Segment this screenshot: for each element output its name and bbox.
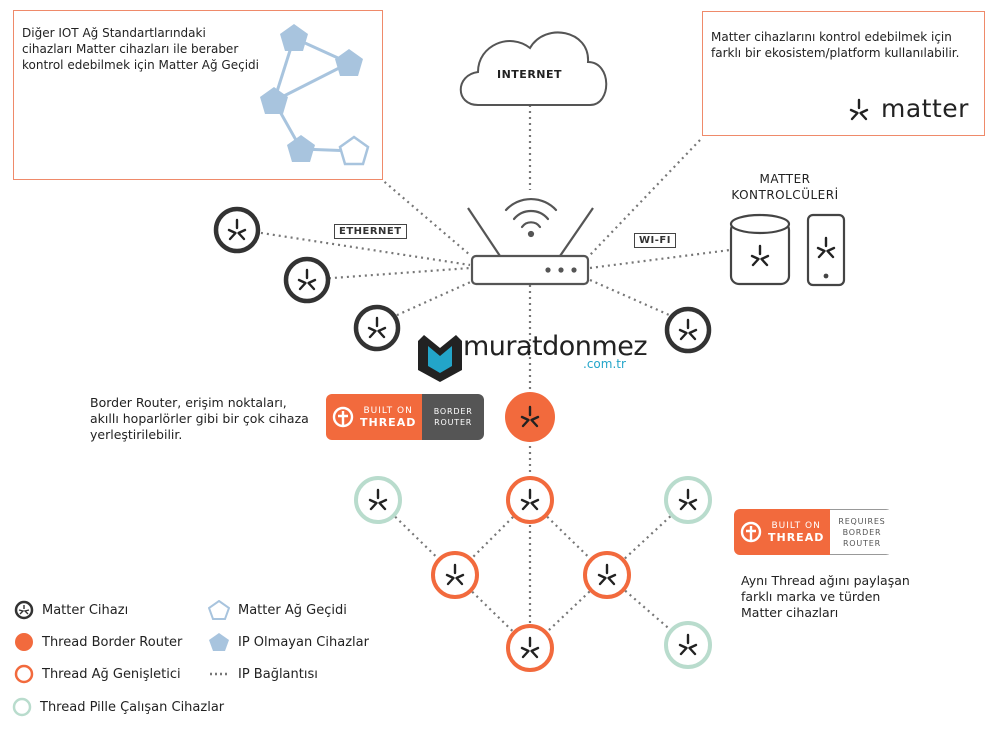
internet-label: INTERNET — [497, 68, 563, 81]
badge2-right-line-1: REQUIRES — [838, 516, 886, 526]
border-router-legend-icon — [15, 633, 33, 651]
ecosystem-info-box: Matter cihazlarını kontrol edebilmek içi… — [702, 11, 985, 136]
matter-device-1 — [213, 206, 261, 254]
thread-battery-device-3 — [664, 621, 712, 669]
built-on-thread-requires-router-badge: BUILT ON THREAD REQUIRES BORDER ROUTER — [734, 509, 892, 555]
shared-network-line-3: Matter cihazları — [741, 605, 839, 620]
matter-device-4 — [664, 306, 712, 354]
thread-extender-2 — [431, 551, 479, 599]
wifi-label: WI-FI — [634, 233, 676, 248]
thread-logo-icon — [740, 521, 762, 543]
ecosystem-info-line-1: Matter cihazlarını kontrol edebilmek içi… — [711, 30, 952, 44]
ecosystem-info-line-2: farklı bir ekosistem/platform kullanılab… — [711, 46, 960, 60]
legend-ip-link-label: IP Bağlantısı — [238, 666, 318, 682]
internet-cloud — [459, 31, 608, 106]
matter-device-legend-icon — [14, 600, 34, 620]
border-router-line-3: yerleştirilebilir. — [90, 427, 183, 442]
badge-right-line-1: BORDER — [433, 407, 473, 416]
non-ip-device-icon — [260, 87, 288, 114]
badge2-thread-part: BUILT ON THREAD — [734, 509, 831, 555]
extender-legend-icon — [14, 664, 34, 684]
watermark-domain: .com.tr — [583, 357, 626, 371]
badge2-built-label: BUILT ON — [771, 521, 821, 531]
legend-non-ip-label: IP Olmayan Cihazlar — [238, 634, 369, 650]
legend-matter-device: Matter Cihazı — [14, 600, 128, 620]
watermark-logo-icon — [418, 335, 462, 382]
gateway-info-text: Diğer IOT Ağ Standartlarındaki cihazları… — [22, 25, 259, 73]
smart-speaker-icon — [729, 213, 791, 286]
thread-logo-icon — [332, 406, 354, 428]
non-ip-device-icon — [280, 24, 308, 51]
legend-border-router: Thread Border Router — [14, 632, 182, 652]
legend-ip-link: IP Bağlantısı — [208, 664, 318, 684]
non-ip-device-icon — [335, 49, 363, 76]
legend-extender: Thread Ağ Genişletici — [14, 664, 181, 684]
badge-built-label: BUILT ON — [363, 406, 413, 416]
legend-gateway-label: Matter Ağ Geçidi — [238, 602, 347, 618]
badge-thread-label: THREAD — [360, 416, 417, 429]
ip-link-legend-icon — [210, 672, 228, 676]
legend-battery: Thread Pille Çalışan Cihazlar — [12, 697, 224, 717]
badge2-router-part: REQUIRES BORDER ROUTER — [830, 509, 892, 555]
thread-battery-device-1 — [354, 476, 402, 524]
legend-extender-label: Thread Ağ Genişletici — [42, 666, 181, 682]
controllers-label-line-1: MATTER — [759, 172, 811, 186]
badge2-right-line-3: ROUTER — [842, 538, 881, 548]
border-router-description: Border Router, erişim noktaları, akıllı … — [90, 395, 309, 443]
thread-extender-1 — [506, 476, 554, 524]
shared-network-description: Aynı Thread ağını paylaşan farklı marka … — [741, 573, 910, 621]
wifi-icon — [504, 197, 558, 238]
gateway-legend-icon — [208, 600, 230, 620]
non-ip-device-icon — [287, 135, 315, 162]
shared-network-line-2: farklı marka ve türden — [741, 589, 881, 604]
badge-right-line-2: ROUTER — [434, 418, 473, 427]
ecosystem-info-text: Matter cihazlarını kontrol edebilmek içi… — [711, 29, 959, 61]
watermark-text: muratdonmez — [463, 331, 648, 362]
badge2-thread-label: THREAD — [768, 531, 825, 544]
gateway-info-line-3: kontrol edebilmek için Matter Ağ Geçidi — [22, 58, 259, 72]
built-on-thread-border-router-badge: BUILT ON THREAD BORDER ROUTER — [326, 394, 484, 440]
thread-extender-3 — [583, 551, 631, 599]
thread-border-router — [505, 392, 555, 442]
thread-extender-4 — [506, 624, 554, 672]
non-ip-legend-icon — [209, 633, 229, 651]
badge-built-text: BUILT ON THREAD — [360, 406, 416, 428]
battery-device-legend-icon — [12, 697, 32, 717]
gateway-info-box: Diğer IOT Ağ Standartlarındaki cihazları… — [13, 10, 383, 180]
controllers-label: MATTER KONTROLCÜLERİ — [720, 171, 850, 203]
gateway-info-line-1: Diğer IOT Ağ Standartlarındaki — [22, 26, 206, 40]
gateway-network-graphic — [260, 24, 370, 166]
border-router-line-1: Border Router, erişim noktaları, — [90, 395, 287, 410]
controllers-label-line-2: KONTROLCÜLERİ — [731, 188, 839, 202]
phone-icon — [806, 213, 846, 287]
matter-brand-text: matter — [881, 94, 969, 123]
matter-gateway-icon — [338, 135, 370, 166]
router — [467, 207, 594, 286]
badge-thread-part: BUILT ON THREAD — [326, 394, 423, 440]
matter-device-2 — [283, 256, 331, 304]
badge-router-part: BORDER ROUTER — [422, 394, 484, 440]
matter-logo-icon — [849, 98, 869, 121]
legend-gateway: Matter Ağ Geçidi — [208, 600, 347, 620]
legend-battery-label: Thread Pille Çalışan Cihazlar — [40, 699, 225, 715]
matter-device-3 — [353, 304, 401, 352]
legend-non-ip: IP Olmayan Cihazlar — [208, 632, 369, 652]
ethernet-label: ETHERNET — [334, 224, 407, 239]
thread-battery-device-2 — [664, 476, 712, 524]
legend-matter-device-label: Matter Cihazı — [42, 602, 129, 618]
gateway-info-line-2: cihazları Matter cihazları ile beraber — [22, 42, 239, 56]
badge2-built-text: BUILT ON THREAD — [768, 521, 824, 543]
shared-network-line-1: Aynı Thread ağını paylaşan — [741, 573, 910, 588]
badge2-right-line-2: BORDER — [842, 527, 882, 537]
border-router-line-2: akıllı hoparlörler gibi bir çok cihaza — [90, 411, 309, 426]
legend-border-router-label: Thread Border Router — [42, 634, 183, 650]
